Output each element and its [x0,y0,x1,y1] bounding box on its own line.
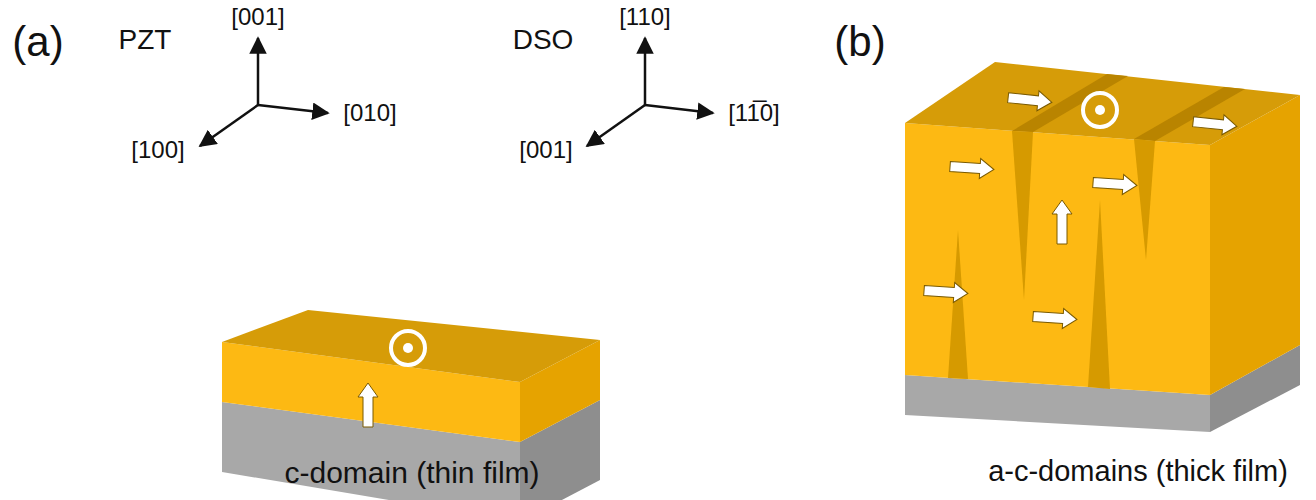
axis-label: [010] [343,100,396,126]
axis-label: [001] [231,4,284,30]
axis-label: [100] [131,137,184,163]
material-label: PZT [119,25,172,56]
axis-label: [110] [619,4,671,30]
material-label: DSO [513,25,574,56]
axis-label: [11̅0] [728,100,780,126]
thin-film-block [222,310,600,500]
axes-dso [587,38,713,146]
panel-label: (b) [834,19,885,65]
caption: a-c-domains (thick film) [988,456,1288,488]
thick-film-block [905,62,1300,432]
axis-label: [001] [519,137,572,163]
panel-label: (a) [12,19,63,65]
caption: c-domain (thin film) [284,456,539,489]
axes-pzt [200,38,328,146]
